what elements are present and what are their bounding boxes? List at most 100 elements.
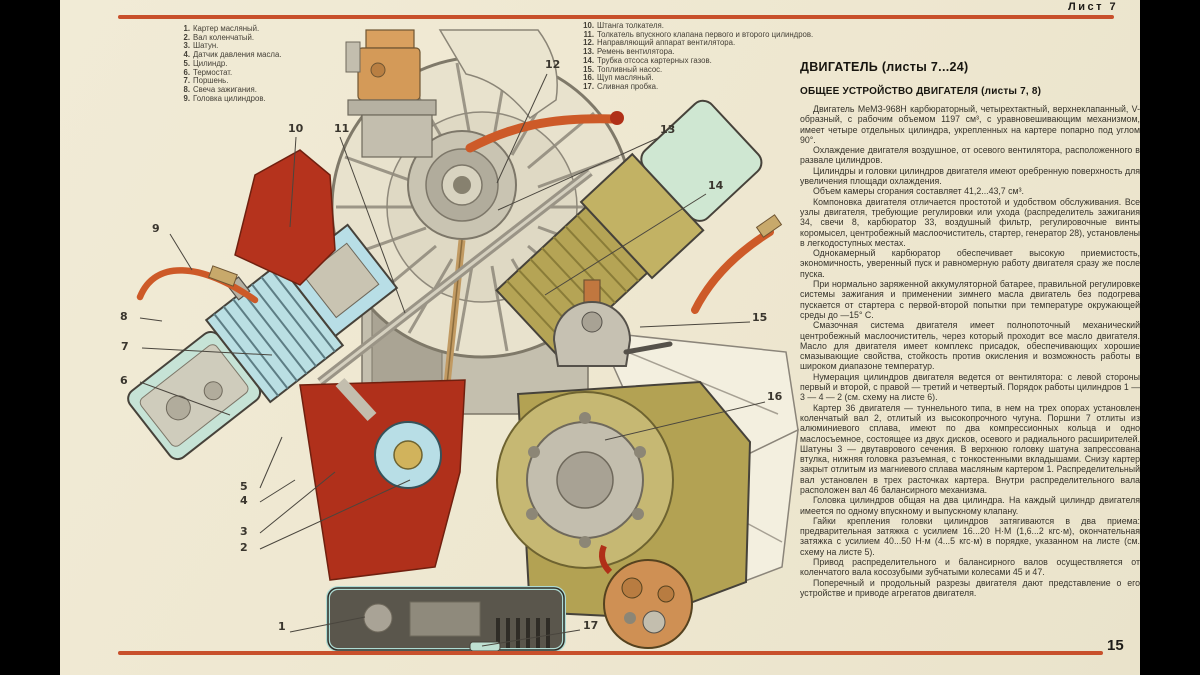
callout-number-12: 12 <box>545 58 561 71</box>
callout-number-4: 4 <box>240 494 248 507</box>
article-paragraph: Поперечный и продольный разрезы двигател… <box>800 577 1140 598</box>
legend-item-12: 12.Направляющий аппарат вентилятора. <box>582 39 814 48</box>
callout-lines <box>139 73 766 647</box>
legend-text: Топливный насос. <box>597 64 663 74</box>
legend-num: 16. <box>583 73 594 83</box>
article-paragraph: При нормально заряженной аккумуляторной … <box>800 279 1140 320</box>
article-paragraph: Гайки крепления головки цилиндров затяги… <box>800 515 1140 557</box>
carburetor <box>345 29 437 158</box>
fuel-pump <box>552 279 673 367</box>
callout-number-3: 3 <box>240 525 248 538</box>
article-paragraph: Двигатель МеМЗ-968Н карбюраторный, четыр… <box>800 104 1140 145</box>
air-intake-elbow <box>438 29 558 120</box>
legend-item-16: 16.Щуп масляный. <box>582 74 814 83</box>
legend-text: Головка цилиндров. <box>193 93 266 103</box>
bottom-rule <box>118 651 1103 655</box>
legend-text: Датчик давления масла. <box>193 50 282 60</box>
legend-list-right: 10.Штанга толкателя. 11.Толкатель впускн… <box>582 21 814 92</box>
connecting-rod <box>335 377 377 422</box>
legend-item-9: 9.Головка цилиндров. <box>178 93 428 104</box>
ignition-wire-left <box>136 267 259 304</box>
callout-number-17: 17 <box>583 619 599 632</box>
legend-num: 6. <box>183 67 190 77</box>
legend-num: 15. <box>583 64 594 74</box>
article-paragraph: Привод распределительного и балансирного… <box>800 557 1140 578</box>
callout-number-1: 1 <box>278 620 286 633</box>
callout-number-13: 13 <box>660 123 676 136</box>
legend-item-2: 2.Вал коленчатый. <box>178 32 428 43</box>
legend-text: Толкатель впускного клапана первого и вт… <box>597 29 814 39</box>
callout-number-6: 6 <box>120 374 128 387</box>
legend-item-11: 11.Толкатель впускного клапана первого и… <box>582 29 814 40</box>
legend-item-3: 3.Шатун. <box>178 42 428 51</box>
callout-number-8: 8 <box>120 310 128 323</box>
legend-num: 7. <box>183 76 190 86</box>
sheet-label: Лист 7 <box>1068 1 1119 13</box>
legend-item-15: 15.Топливный насос. <box>582 64 814 75</box>
legend-text: Термостат. <box>193 67 233 77</box>
article-paragraph: Головка цилиндров общая на два цилиндра.… <box>800 495 1140 516</box>
legend-item-13: 13.Ремень вентилятора. <box>582 47 814 57</box>
engine-cutaway-diagram <box>110 22 810 652</box>
callout-number-9: 9 <box>152 222 160 235</box>
article-column: ДВИГАТЕЛЬ (листы 7...24) ОБЩЕЕ УСТРОЙСТВ… <box>800 60 1140 598</box>
article-paragraph: Цилиндры и головки цилиндров двигателя и… <box>800 165 1140 187</box>
oil-pan <box>326 586 566 652</box>
legend-item-4: 4.Датчик давления масла. <box>178 50 428 60</box>
legend-list-left: 1.Картер масляный. 2.Вал коленчатый. 3.Ш… <box>178 24 428 104</box>
legend-text: Сливная пробка. <box>597 81 659 91</box>
article-paragraph: Смазочная система двигателя имеет полноп… <box>800 320 1140 372</box>
callout-number-5: 5 <box>240 480 248 493</box>
legend-text: Направляющий аппарат вентилятора. <box>597 38 736 48</box>
pan-fins <box>496 618 550 648</box>
legend-text: Щуп масляный. <box>597 73 654 83</box>
legend-item-8: 8.Свеча зажигания. <box>178 84 428 95</box>
legend-num: 13. <box>583 47 594 57</box>
distributor-wire <box>599 544 613 575</box>
callout-number-2: 2 <box>240 541 248 554</box>
article-paragraph: Нумерация цилиндров двигателя ведется от… <box>800 371 1140 403</box>
legend-num: 2. <box>183 32 190 42</box>
ignition-distributor <box>599 544 693 649</box>
legend-num: 1. <box>183 24 190 33</box>
legend-num: 9. <box>183 93 190 103</box>
ignition-wire-right <box>691 228 774 314</box>
legend-text: Поршень. <box>193 76 229 86</box>
article-paragraph: Картер 36 двигателя — туннельного типа, … <box>800 402 1140 495</box>
callout-number-7: 7 <box>121 340 129 353</box>
page-number: 15 <box>1107 637 1124 654</box>
article-paragraph: Компоновка двигателя отличается простото… <box>800 196 1140 248</box>
legend-text: Шатун. <box>193 41 219 51</box>
wire-connector-left <box>208 265 238 287</box>
legend-num: 14. <box>583 55 594 65</box>
legend-num: 8. <box>183 84 190 94</box>
legend-num: 17. <box>583 81 594 91</box>
callout-number-10: 10 <box>288 122 304 135</box>
vent-hose-tip <box>610 111 624 125</box>
legend-num: 5. <box>183 58 190 68</box>
letterbox-left <box>0 0 60 675</box>
article-paragraph: Охлаждение двигателя воздушное, от осево… <box>800 145 1140 166</box>
vent-hose-top <box>465 114 620 153</box>
article-subtitle: ОБЩЕЕ УСТРОЙСТВО ДВИГАТЕЛЯ (листы 7, 8) <box>800 86 1042 97</box>
right-valve-cover <box>640 99 763 222</box>
legend-item-7: 7.Поршень. <box>178 77 428 86</box>
legend-text: Штанга толкателя. <box>597 21 664 30</box>
article-paragraph: Однокамерный карбюратор обеспечивает выс… <box>800 248 1140 279</box>
legend-text: Цилиндр. <box>193 58 228 68</box>
legend-text: Ремень вентилятора. <box>597 47 675 57</box>
article-paragraph: Объем камеры сгорания составляет 41,2...… <box>813 186 1024 197</box>
engine-cutaway-illustration <box>127 29 799 652</box>
fan-shroud-red <box>234 149 336 286</box>
legend-text: Трубка отсоса картерных газов. <box>597 55 712 65</box>
legend-item-1: 1.Картер масляный. <box>178 24 428 34</box>
legend-item-10: 10.Штанга толкателя. <box>582 21 814 31</box>
legend-item-17: 17.Сливная пробка. <box>582 81 814 92</box>
legend-item-5: 5.Цилиндр. <box>178 58 428 69</box>
article-title: ДВИГАТЕЛЬ (листы 7...24) <box>800 60 969 74</box>
wire-connector-right <box>755 214 783 238</box>
legend-num: 3. <box>183 41 190 51</box>
legend-num: 10. <box>583 21 594 30</box>
right-cylinder-bank <box>495 99 763 358</box>
